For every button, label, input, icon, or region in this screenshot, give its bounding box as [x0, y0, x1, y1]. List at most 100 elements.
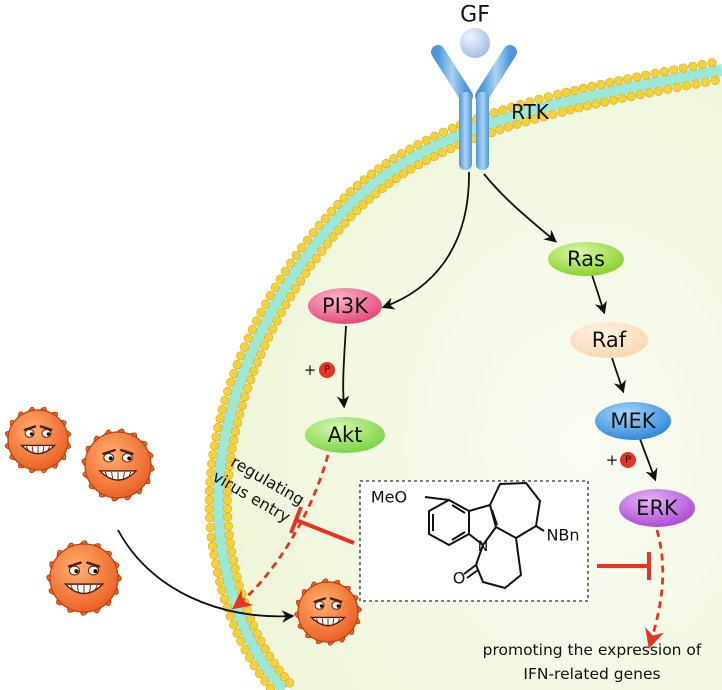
phospholipid-head — [222, 495, 232, 505]
phospholipid-head — [317, 246, 327, 256]
phospholipid-head — [229, 368, 239, 379]
phospholipid-head — [421, 155, 431, 166]
phospholipid-head — [239, 342, 249, 352]
phospholipid-head — [209, 550, 219, 560]
phospholipid-head — [364, 194, 374, 204]
virus-pupil — [74, 569, 79, 574]
phospholipid-head — [223, 512, 233, 522]
phospholipid-head — [352, 206, 362, 216]
virus-tooth — [122, 471, 125, 479]
phospholipid-head — [381, 159, 391, 169]
virus-tooth — [332, 618, 335, 625]
pi3k-label: PI3K — [322, 294, 369, 318]
virus-body — [7, 409, 69, 471]
phospholipid-head — [429, 151, 439, 161]
virus-tooth — [337, 618, 340, 623]
virus-particle — [46, 540, 122, 616]
phospholipid-head — [366, 169, 377, 179]
phospholipid-head — [226, 377, 236, 388]
phospholipid-head — [681, 81, 692, 91]
phospholipid-head — [256, 349, 266, 359]
phospholipid-head — [215, 413, 225, 424]
phospholipid-head — [574, 103, 584, 113]
phospholipid-head — [659, 66, 670, 77]
phospholipid-head — [352, 181, 363, 191]
phospholipid-head — [340, 218, 350, 228]
phospholipid-head — [548, 109, 558, 119]
phospholipid-head — [213, 567, 223, 578]
arrow-mek-to-erk — [639, 438, 658, 482]
raf-label: Raf — [592, 328, 627, 352]
phospholipid-head — [220, 395, 230, 406]
phospholipid-head — [644, 88, 654, 98]
phospholipid-head — [565, 105, 576, 115]
phospholipid-head — [495, 125, 505, 135]
dashed-arrow-erk-to-expression — [645, 529, 665, 649]
cytoplasm — [227, 75, 722, 690]
phospholipid-head — [650, 68, 660, 78]
phospholipid-head — [252, 629, 262, 639]
phospholipid-head — [228, 555, 238, 565]
phospholipid-head — [413, 160, 424, 170]
phospholipid-head — [339, 193, 349, 203]
phospholipid-head — [209, 441, 219, 451]
phospholipid-head — [346, 212, 356, 222]
phospholipid-head — [516, 99, 526, 110]
phospholipid-head — [249, 621, 259, 631]
gf-label: GF — [460, 3, 490, 28]
expression-line1: promoting the expression of — [483, 641, 702, 659]
phospholipid-head — [204, 486, 215, 496]
svg-text:+: + — [606, 451, 619, 469]
phospholipid-head — [276, 308, 286, 318]
phospholipid-head — [265, 291, 275, 301]
phospholipid-head — [252, 358, 262, 368]
phospholipid-head — [543, 92, 553, 102]
phospholipid-head — [207, 541, 218, 551]
phospholipid-head — [308, 228, 318, 238]
arrow-virus-entry — [117, 529, 295, 623]
phospholipid-head — [274, 665, 284, 675]
membrane-phospholipid-heads — [204, 58, 720, 690]
phospholipid-head — [421, 135, 431, 145]
phospholipid-head — [371, 189, 381, 199]
virus-brow — [39, 425, 53, 431]
node-mek: MEK — [595, 402, 671, 440]
ras-label: Ras — [567, 247, 605, 271]
virus-particle — [294, 578, 362, 646]
akt-label: Akt — [328, 423, 363, 447]
phospholipid-head — [605, 77, 615, 88]
virus-particles — [4, 406, 362, 646]
phospholipid-head — [377, 183, 387, 194]
arrow-ras-to-raf — [591, 274, 607, 315]
phospholipid-head — [211, 559, 221, 569]
compound-n-label: N — [478, 539, 488, 555]
phospholipid-head — [591, 99, 601, 109]
phospholipid-head — [220, 594, 230, 604]
virus-tooth — [128, 471, 132, 477]
phospholipid-head — [669, 65, 679, 75]
node-akt: Akt — [305, 417, 385, 453]
virus-particle — [81, 428, 155, 502]
phospholipid-head — [626, 91, 636, 102]
phospholipid-head — [578, 83, 588, 93]
phospholipid-head — [237, 400, 247, 411]
phospholipid-head — [617, 93, 627, 103]
phospholipid-head — [320, 213, 331, 223]
phospholipid-head — [446, 144, 456, 154]
phospholipid-head — [260, 676, 270, 686]
phospholipid-head — [272, 316, 282, 326]
phospholipid-head — [225, 538, 235, 548]
phospholipid-head — [333, 199, 343, 210]
phospholipid-head — [613, 76, 624, 86]
phospholipid-head — [211, 432, 221, 442]
phospholipid-head — [207, 459, 217, 469]
phospholipid-head — [529, 114, 540, 124]
node-ras: Ras — [548, 242, 624, 276]
phospholipid-head — [217, 585, 227, 595]
node-raf: Raf — [570, 322, 648, 358]
virus-tooth — [70, 584, 74, 591]
phospholipid-head — [498, 105, 508, 115]
phospholipid-head — [249, 366, 259, 376]
phospholipid-head — [413, 140, 423, 150]
